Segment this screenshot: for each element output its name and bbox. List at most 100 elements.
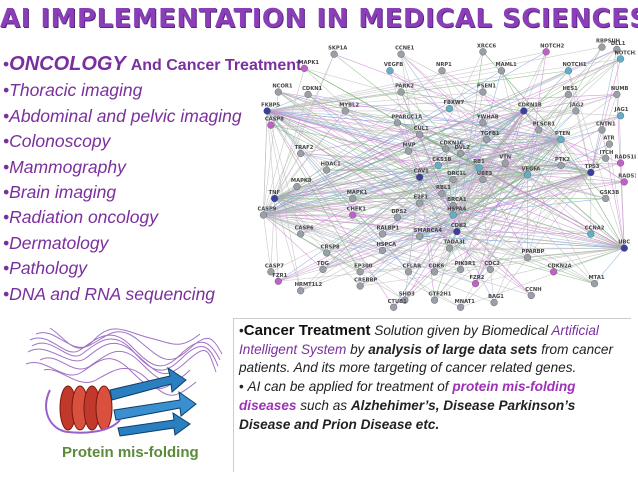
network-node-label: CDKN2A bbox=[548, 263, 572, 269]
network-edge bbox=[263, 68, 305, 216]
network-node bbox=[479, 119, 487, 127]
network-edge bbox=[263, 214, 405, 301]
network-edge bbox=[397, 177, 420, 218]
network-node bbox=[535, 126, 543, 134]
network-edge bbox=[263, 110, 524, 216]
network-edge bbox=[523, 51, 547, 112]
network-node bbox=[430, 296, 439, 304]
network-edge bbox=[345, 110, 454, 216]
network-edge bbox=[263, 214, 532, 296]
network-edge bbox=[263, 110, 268, 216]
network-node bbox=[297, 149, 305, 158]
network-node-label: DLL1 bbox=[611, 41, 626, 47]
network-edge bbox=[270, 124, 480, 169]
network-edge bbox=[419, 122, 484, 178]
network-edge bbox=[452, 58, 621, 216]
network-node-label: ITCH bbox=[600, 150, 614, 156]
network-edge bbox=[382, 139, 562, 251]
network-edge bbox=[304, 68, 562, 140]
network-node bbox=[479, 175, 487, 184]
network-edge bbox=[382, 110, 525, 235]
oncology-heading: •ONCOLOGY And Cancer Treatment bbox=[3, 53, 302, 75]
network-node-label: RBPSUH bbox=[596, 39, 620, 45]
network-node bbox=[263, 107, 271, 115]
network-node-label: CCNA2 bbox=[585, 225, 605, 231]
network-edge bbox=[452, 122, 484, 216]
beta-sheet bbox=[109, 366, 197, 437]
network-node bbox=[602, 154, 610, 162]
network-node-label: VEGFB bbox=[384, 62, 403, 68]
network-edge bbox=[527, 115, 621, 176]
network-edge bbox=[278, 91, 480, 169]
cancer-treatment-paragraph: •Cancer Treatment Solution given by Biom… bbox=[239, 322, 614, 376]
network-edge bbox=[397, 122, 454, 216]
network-edge bbox=[560, 115, 621, 140]
network-node bbox=[271, 194, 279, 203]
network-node bbox=[293, 183, 301, 191]
network-node bbox=[475, 164, 483, 172]
text-run: analysis of large data sets bbox=[368, 341, 538, 357]
network-edge bbox=[300, 167, 480, 291]
network-node-label: RB1 bbox=[473, 159, 485, 165]
network-edge bbox=[478, 70, 569, 168]
network-edge bbox=[479, 167, 606, 199]
network-node-label: CHEK1 bbox=[347, 207, 367, 213]
network-node bbox=[445, 104, 454, 113]
network-node bbox=[449, 211, 457, 219]
oncology-heading-bold: ONCOLOGY bbox=[9, 53, 126, 75]
network-edge bbox=[278, 247, 625, 282]
network-edge bbox=[400, 54, 420, 178]
network-edge bbox=[267, 94, 617, 112]
network-edge bbox=[263, 214, 398, 218]
network-node-label: PTK2 bbox=[555, 157, 570, 163]
network-edge bbox=[486, 139, 528, 176]
network-node-label: MYBL2 bbox=[339, 102, 359, 108]
network-edge bbox=[267, 110, 606, 199]
network-edge bbox=[453, 214, 528, 258]
network-edge bbox=[590, 129, 603, 173]
network-node bbox=[449, 175, 457, 184]
network-node bbox=[267, 121, 275, 129]
network-node bbox=[304, 90, 312, 99]
network-node bbox=[557, 135, 565, 143]
network-edge bbox=[263, 153, 301, 216]
network-node-label: NCOR1 bbox=[272, 84, 293, 90]
network-node bbox=[616, 55, 625, 63]
network-edge bbox=[300, 153, 480, 169]
network-edge bbox=[263, 70, 569, 216]
network-edge bbox=[393, 214, 454, 308]
network-node-label: DVL2 bbox=[455, 145, 471, 151]
network-edge bbox=[266, 110, 327, 171]
list-item-label: Pathology bbox=[9, 258, 87, 279]
network-node bbox=[587, 168, 595, 177]
network-edge bbox=[326, 167, 480, 171]
network-edge bbox=[270, 124, 454, 216]
network-node bbox=[274, 277, 282, 285]
network-node bbox=[404, 268, 413, 276]
network-node-label: CDKN1C bbox=[440, 140, 464, 146]
network-edge bbox=[263, 70, 502, 216]
network-node-label: CNTN1 bbox=[596, 121, 616, 127]
network-edge bbox=[296, 176, 420, 187]
network-node-label: NOTCH2 bbox=[540, 43, 564, 49]
network-edge bbox=[601, 129, 625, 249]
network-node-label: TDG bbox=[317, 261, 329, 267]
list-item: •Colonoscopy bbox=[3, 131, 111, 152]
list-item-label: Dermatology bbox=[9, 232, 109, 253]
network-edge bbox=[482, 110, 525, 180]
network-node-label: CKS1B bbox=[432, 157, 451, 163]
network-edge bbox=[452, 214, 532, 296]
network-edge bbox=[263, 214, 491, 270]
network-edge bbox=[267, 110, 420, 178]
network-edge bbox=[482, 51, 562, 140]
network-edge bbox=[274, 198, 461, 308]
network-edge bbox=[266, 110, 301, 235]
network-node-label: RALBP1 bbox=[376, 225, 399, 231]
network-edge bbox=[326, 110, 525, 254]
network-edge bbox=[590, 143, 610, 173]
network-node bbox=[590, 280, 599, 288]
network-edge bbox=[479, 129, 539, 168]
network-edge bbox=[523, 110, 621, 116]
network-edge bbox=[479, 58, 621, 168]
